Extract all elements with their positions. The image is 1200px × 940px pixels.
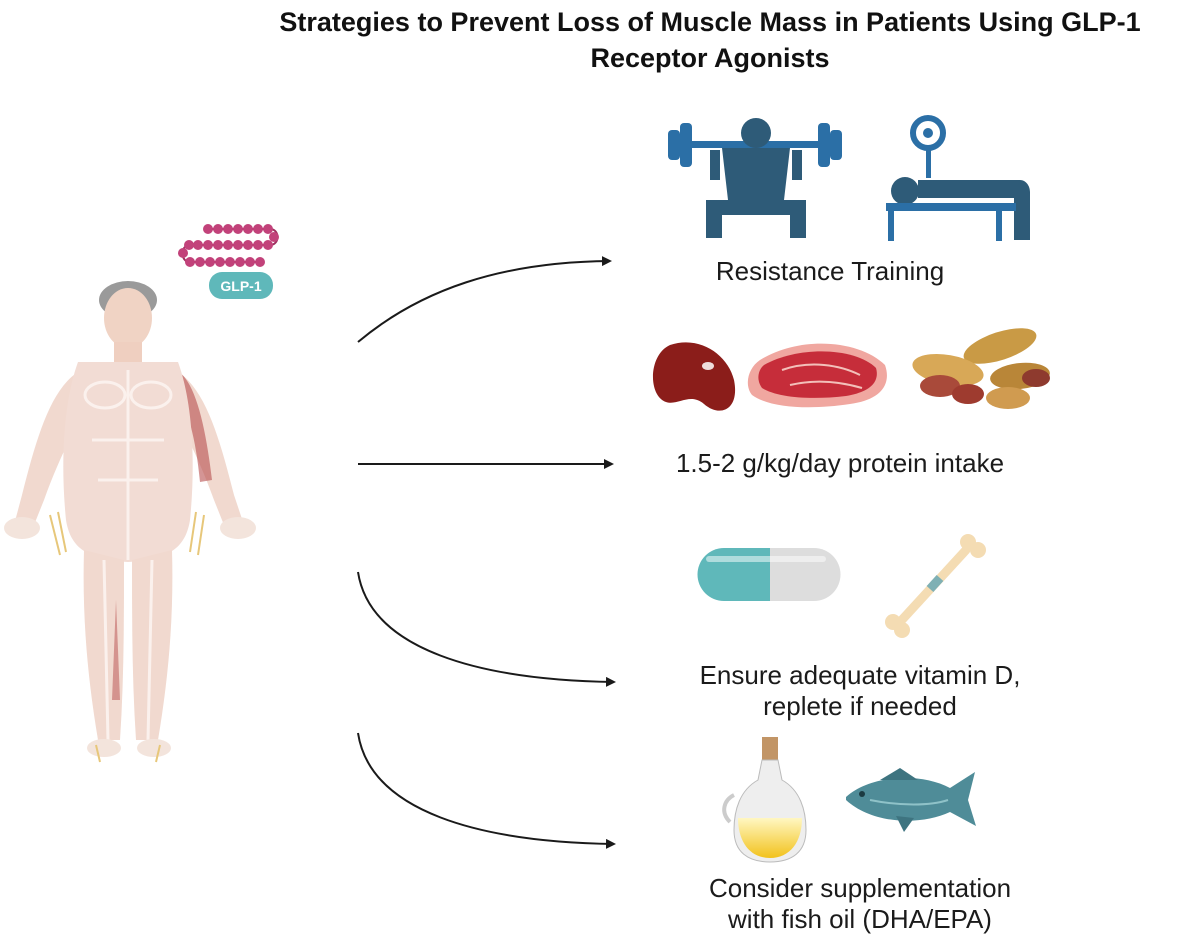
title-line-1: Strategies to Prevent Loss of Muscle Mas…: [279, 7, 1141, 37]
label-vitamin-d-line-2: replete if needed: [763, 691, 957, 721]
patient-body-icon: [4, 281, 256, 763]
bench-press-icon: [886, 115, 1030, 241]
label-vitamin-d-line-1: Ensure adequate vitamin D,: [699, 660, 1021, 690]
glp1-residues-icon: [178, 224, 279, 267]
title-line-2: Receptor Agonists: [590, 43, 830, 73]
oil-bottle-icon: [722, 737, 807, 863]
label-fish-oil: Consider supplementation with fish oil (…: [640, 873, 1080, 935]
fish-icon: [846, 768, 976, 832]
squat-barbell-icon: [668, 118, 842, 238]
label-fish-oil-line-1: Consider supplementation: [708, 873, 1012, 903]
glp1-badge-label: GLP-1: [220, 278, 261, 294]
kidney-bean-icon: [652, 342, 736, 411]
label-fish-oil-line-2: with fish oil (DHA/EPA): [728, 904, 992, 934]
arrow-to-vitamin-d: [357, 571, 616, 687]
glp1-badge: GLP-1: [209, 272, 273, 299]
label-protein-intake: 1.5-2 g/kg/day protein intake: [675, 448, 1005, 478]
figure-title: Strategies to Prevent Loss of Muscle Mas…: [205, 4, 1200, 76]
steak-icon: [747, 343, 887, 408]
bone-icon: [885, 534, 986, 638]
peanuts-icon: [912, 328, 1050, 409]
capsule-icon: [697, 548, 841, 601]
arrow-to-fish-oil: [357, 732, 616, 849]
label-vitamin-d: Ensure adequate vitamin D, replete if ne…: [650, 660, 1070, 722]
label-resistance-training: Resistance Training: [715, 256, 945, 286]
arrow-to-resistance-training: [357, 256, 612, 343]
